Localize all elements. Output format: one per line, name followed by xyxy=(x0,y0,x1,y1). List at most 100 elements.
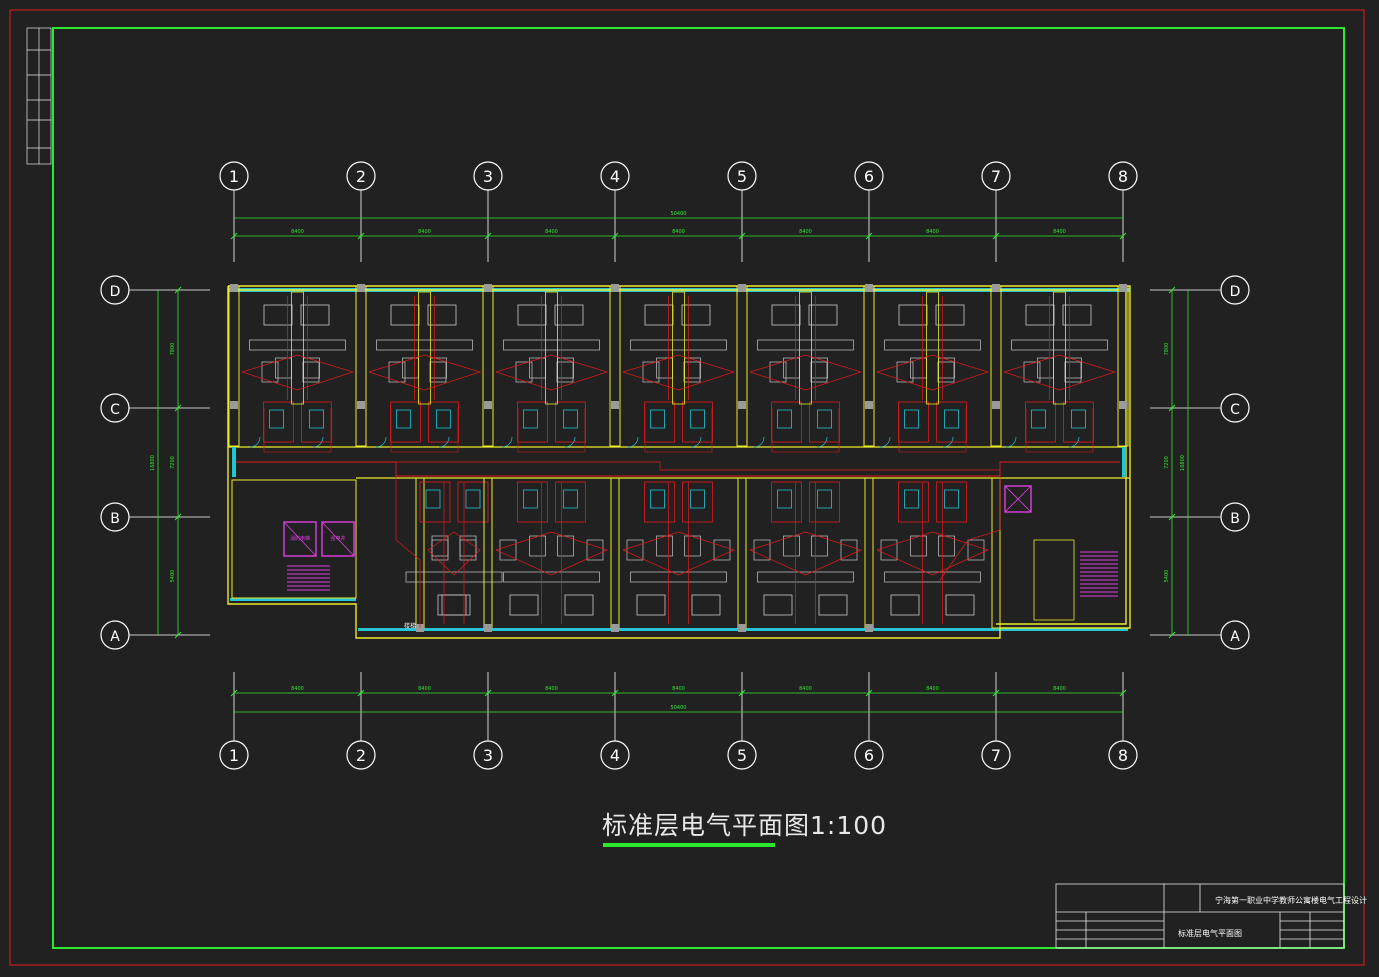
chair-fixture xyxy=(499,539,517,561)
chair-fixture xyxy=(626,539,644,561)
bathroom-a xyxy=(898,401,929,443)
bed-fixture xyxy=(636,594,666,616)
dimension-text-right: 5400 xyxy=(1164,570,1170,583)
bed-fixture xyxy=(691,594,721,616)
bed-fixture xyxy=(1025,304,1055,326)
chair-fixture xyxy=(431,535,449,557)
bed-fixture xyxy=(808,304,838,326)
drawing-border xyxy=(52,27,1345,949)
outer-frame xyxy=(9,9,1365,966)
toilet-fixture xyxy=(425,489,441,509)
desk-fixture xyxy=(884,339,981,351)
dimension-tick xyxy=(1119,689,1127,697)
bathroom-a xyxy=(898,481,929,523)
bed-fixture xyxy=(554,304,584,326)
bed-fixture xyxy=(517,304,547,326)
exterior-wall xyxy=(227,285,1131,639)
toilet-fixture xyxy=(777,409,792,429)
dimension-tick xyxy=(738,689,746,697)
grid-label-A-right: A xyxy=(1230,629,1240,645)
bathroom-a xyxy=(771,401,802,443)
grid-label-5-bottom: 5 xyxy=(737,746,747,765)
door-swing xyxy=(249,436,261,448)
grid-label-6-top: 6 xyxy=(864,167,874,186)
chair-fixture xyxy=(459,539,477,561)
wiring-circuit xyxy=(622,531,735,576)
bathroom-b xyxy=(936,481,967,523)
bed-fixture xyxy=(644,304,674,326)
grid-label-2-top: 2 xyxy=(356,167,366,186)
dimension-text: 8400 xyxy=(291,229,304,235)
chair-fixture xyxy=(811,535,828,557)
wiring-circuit xyxy=(241,354,355,391)
desk-fixture xyxy=(376,339,473,351)
wiring-circuit xyxy=(622,354,736,391)
elevator-cross xyxy=(283,521,317,557)
structural-column-c xyxy=(611,401,619,409)
chair-fixture xyxy=(783,535,800,557)
dimension-total-left: 16800 xyxy=(150,455,156,471)
partition-column xyxy=(991,477,1001,629)
door-swing xyxy=(879,436,891,448)
structural-column-c xyxy=(992,401,1000,409)
dimension-text: 8400 xyxy=(418,229,431,235)
dimension-text: 8400 xyxy=(418,686,431,692)
dimension-tick xyxy=(1168,286,1176,294)
chair-fixture xyxy=(896,361,914,383)
partition-column xyxy=(355,285,367,447)
bathroom-b xyxy=(428,401,459,443)
dimension-tick xyxy=(865,689,873,697)
chair-fixture xyxy=(261,361,279,383)
dimension-total-right: 16800 xyxy=(1180,455,1186,471)
wiring-circuit xyxy=(1003,354,1117,391)
dimension-text: 8400 xyxy=(672,686,685,692)
toilet-fixture xyxy=(563,409,578,429)
partition-column xyxy=(737,477,747,629)
north-unit-2 xyxy=(368,291,482,453)
chair-fixture xyxy=(557,535,574,557)
bathroom-a xyxy=(419,481,451,523)
toilet-fixture xyxy=(269,409,284,429)
chair-fixture xyxy=(684,535,701,557)
door-swing xyxy=(816,436,828,448)
desk-fixture xyxy=(405,571,503,583)
wiring-bath xyxy=(517,408,586,453)
toilet-fixture xyxy=(523,409,538,429)
title-block xyxy=(1055,883,1345,949)
toilet-fixture xyxy=(944,489,959,509)
dimension-total-bottom: 50400 xyxy=(671,705,687,711)
structural-column-south xyxy=(484,624,492,632)
dimension-tick xyxy=(611,232,619,240)
dimension-text: 8400 xyxy=(926,686,939,692)
elevator-cross xyxy=(1004,485,1032,513)
toilet-fixture xyxy=(650,489,665,509)
shaft-column xyxy=(799,291,812,405)
north-unit-7 xyxy=(1003,291,1117,453)
structural-column-south xyxy=(611,624,619,632)
sheet-name: 标准层电气平面图 xyxy=(1178,929,1242,938)
structural-column-north xyxy=(357,284,365,292)
bathroom-b xyxy=(936,401,967,443)
grid-label-D-left: D xyxy=(110,284,121,300)
bed-fixture xyxy=(509,594,539,616)
chair-fixture xyxy=(967,539,985,561)
bed-fixture xyxy=(771,304,801,326)
desk-fixture xyxy=(630,571,727,583)
door-swing xyxy=(1068,436,1080,448)
chair-fixture xyxy=(880,539,898,561)
partition-column xyxy=(610,477,620,629)
dimension-text-left: 7200 xyxy=(170,456,176,469)
grid-label-4-bottom: 4 xyxy=(610,746,620,765)
toilet-fixture xyxy=(777,489,792,509)
elevator-cross xyxy=(321,521,355,557)
bed-fixture xyxy=(818,594,848,616)
toilet-fixture xyxy=(904,409,919,429)
grid-label-1-top: 1 xyxy=(229,167,239,186)
wiring-bath xyxy=(263,408,332,453)
chair-fixture xyxy=(556,361,574,383)
toilet-fixture xyxy=(396,409,411,429)
wiring-bath xyxy=(898,408,967,453)
toilet-fixture xyxy=(690,489,705,509)
bathroom-b xyxy=(809,481,840,523)
grid-label-4-top: 4 xyxy=(610,167,620,186)
